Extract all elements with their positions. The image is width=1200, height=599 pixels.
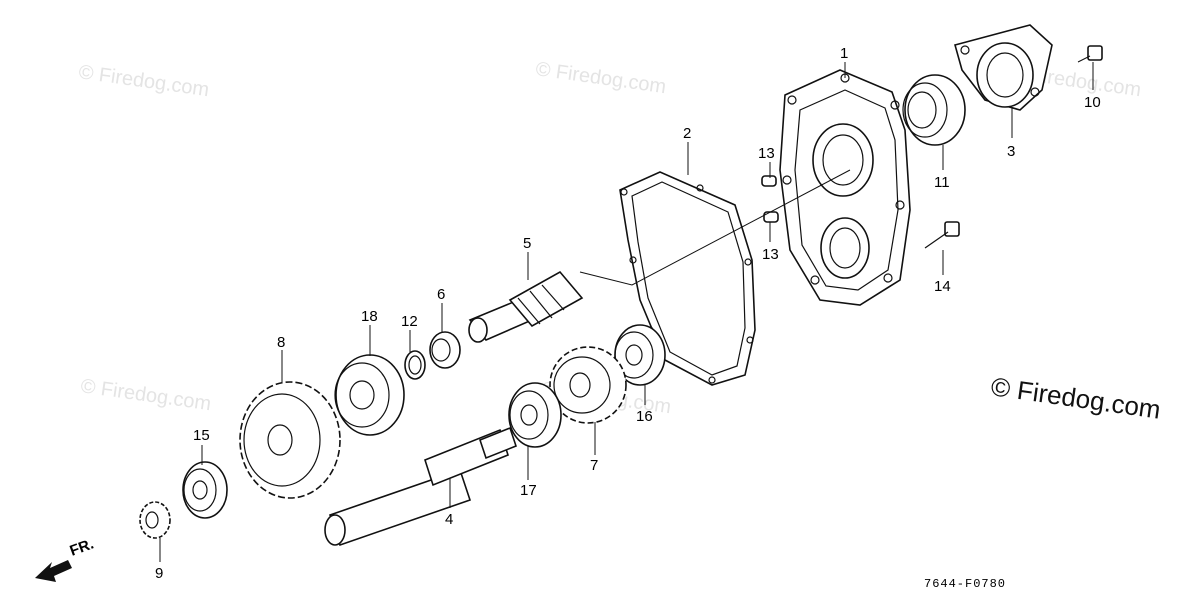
part-15-bearing[interactable] (182, 461, 228, 519)
callout-11: 11 (934, 174, 950, 191)
front-direction-indicator: FR. (35, 536, 96, 582)
callout-12: 12 (401, 313, 418, 330)
part-11-oil-seal[interactable] (902, 74, 966, 146)
callout-labels: 1 2 3 4 5 6 7 8 9 10 11 12 13 13 14 15 1… (155, 45, 1101, 582)
part-4-countershaft[interactable] (324, 426, 517, 547)
callout-16: 16 (636, 408, 653, 425)
part-18-bearing[interactable] (334, 354, 405, 436)
callout-13: 13 (758, 145, 775, 162)
callout-9: 9 (155, 565, 163, 582)
callout-10: 10 (1084, 94, 1101, 111)
part-5-shaft[interactable] (468, 270, 584, 343)
front-arrow-icon (35, 560, 72, 582)
callout-2: 2 (683, 125, 691, 142)
part-12-circlip[interactable] (404, 350, 426, 380)
part-7-gear[interactable] (549, 346, 627, 424)
callout-15: 15 (193, 427, 210, 444)
watermark: © Firedog.com (77, 61, 210, 101)
part-10-bolt[interactable] (1077, 45, 1103, 63)
callout-17: 17 (520, 482, 537, 499)
watermark: © Firedog.com (79, 375, 212, 415)
part-3-end-cap[interactable] (954, 24, 1053, 111)
callout-13: 13 (762, 246, 779, 263)
part-17-bearing[interactable] (508, 382, 562, 448)
watermark: © Firedog.com (534, 58, 667, 98)
callout-3: 3 (1007, 143, 1015, 160)
part-6-collar[interactable] (429, 331, 461, 369)
callout-1: 1 (840, 45, 848, 62)
callout-14: 14 (934, 278, 951, 295)
leader-lines (159, 62, 1094, 562)
callout-4: 4 (445, 511, 453, 528)
part-13-dowel-pins[interactable] (761, 175, 779, 223)
part-8-large-gear[interactable] (239, 381, 341, 499)
callout-18: 18 (361, 308, 378, 325)
callout-5: 5 (523, 235, 531, 252)
brand-logo: © Firedog.com (989, 371, 1162, 424)
front-label: FR. (68, 536, 97, 560)
part-1-case-cover[interactable] (779, 69, 911, 306)
callout-8: 8 (277, 334, 285, 351)
callout-7: 7 (590, 457, 598, 474)
part-14-flange-bolt[interactable] (924, 221, 960, 249)
diagram-code: 7644-F0780 (924, 577, 1006, 591)
callout-6: 6 (437, 286, 445, 303)
part-16-bearing[interactable] (614, 324, 666, 386)
shaft-axis-line (579, 169, 851, 286)
part-9-small-gear[interactable] (139, 501, 171, 539)
